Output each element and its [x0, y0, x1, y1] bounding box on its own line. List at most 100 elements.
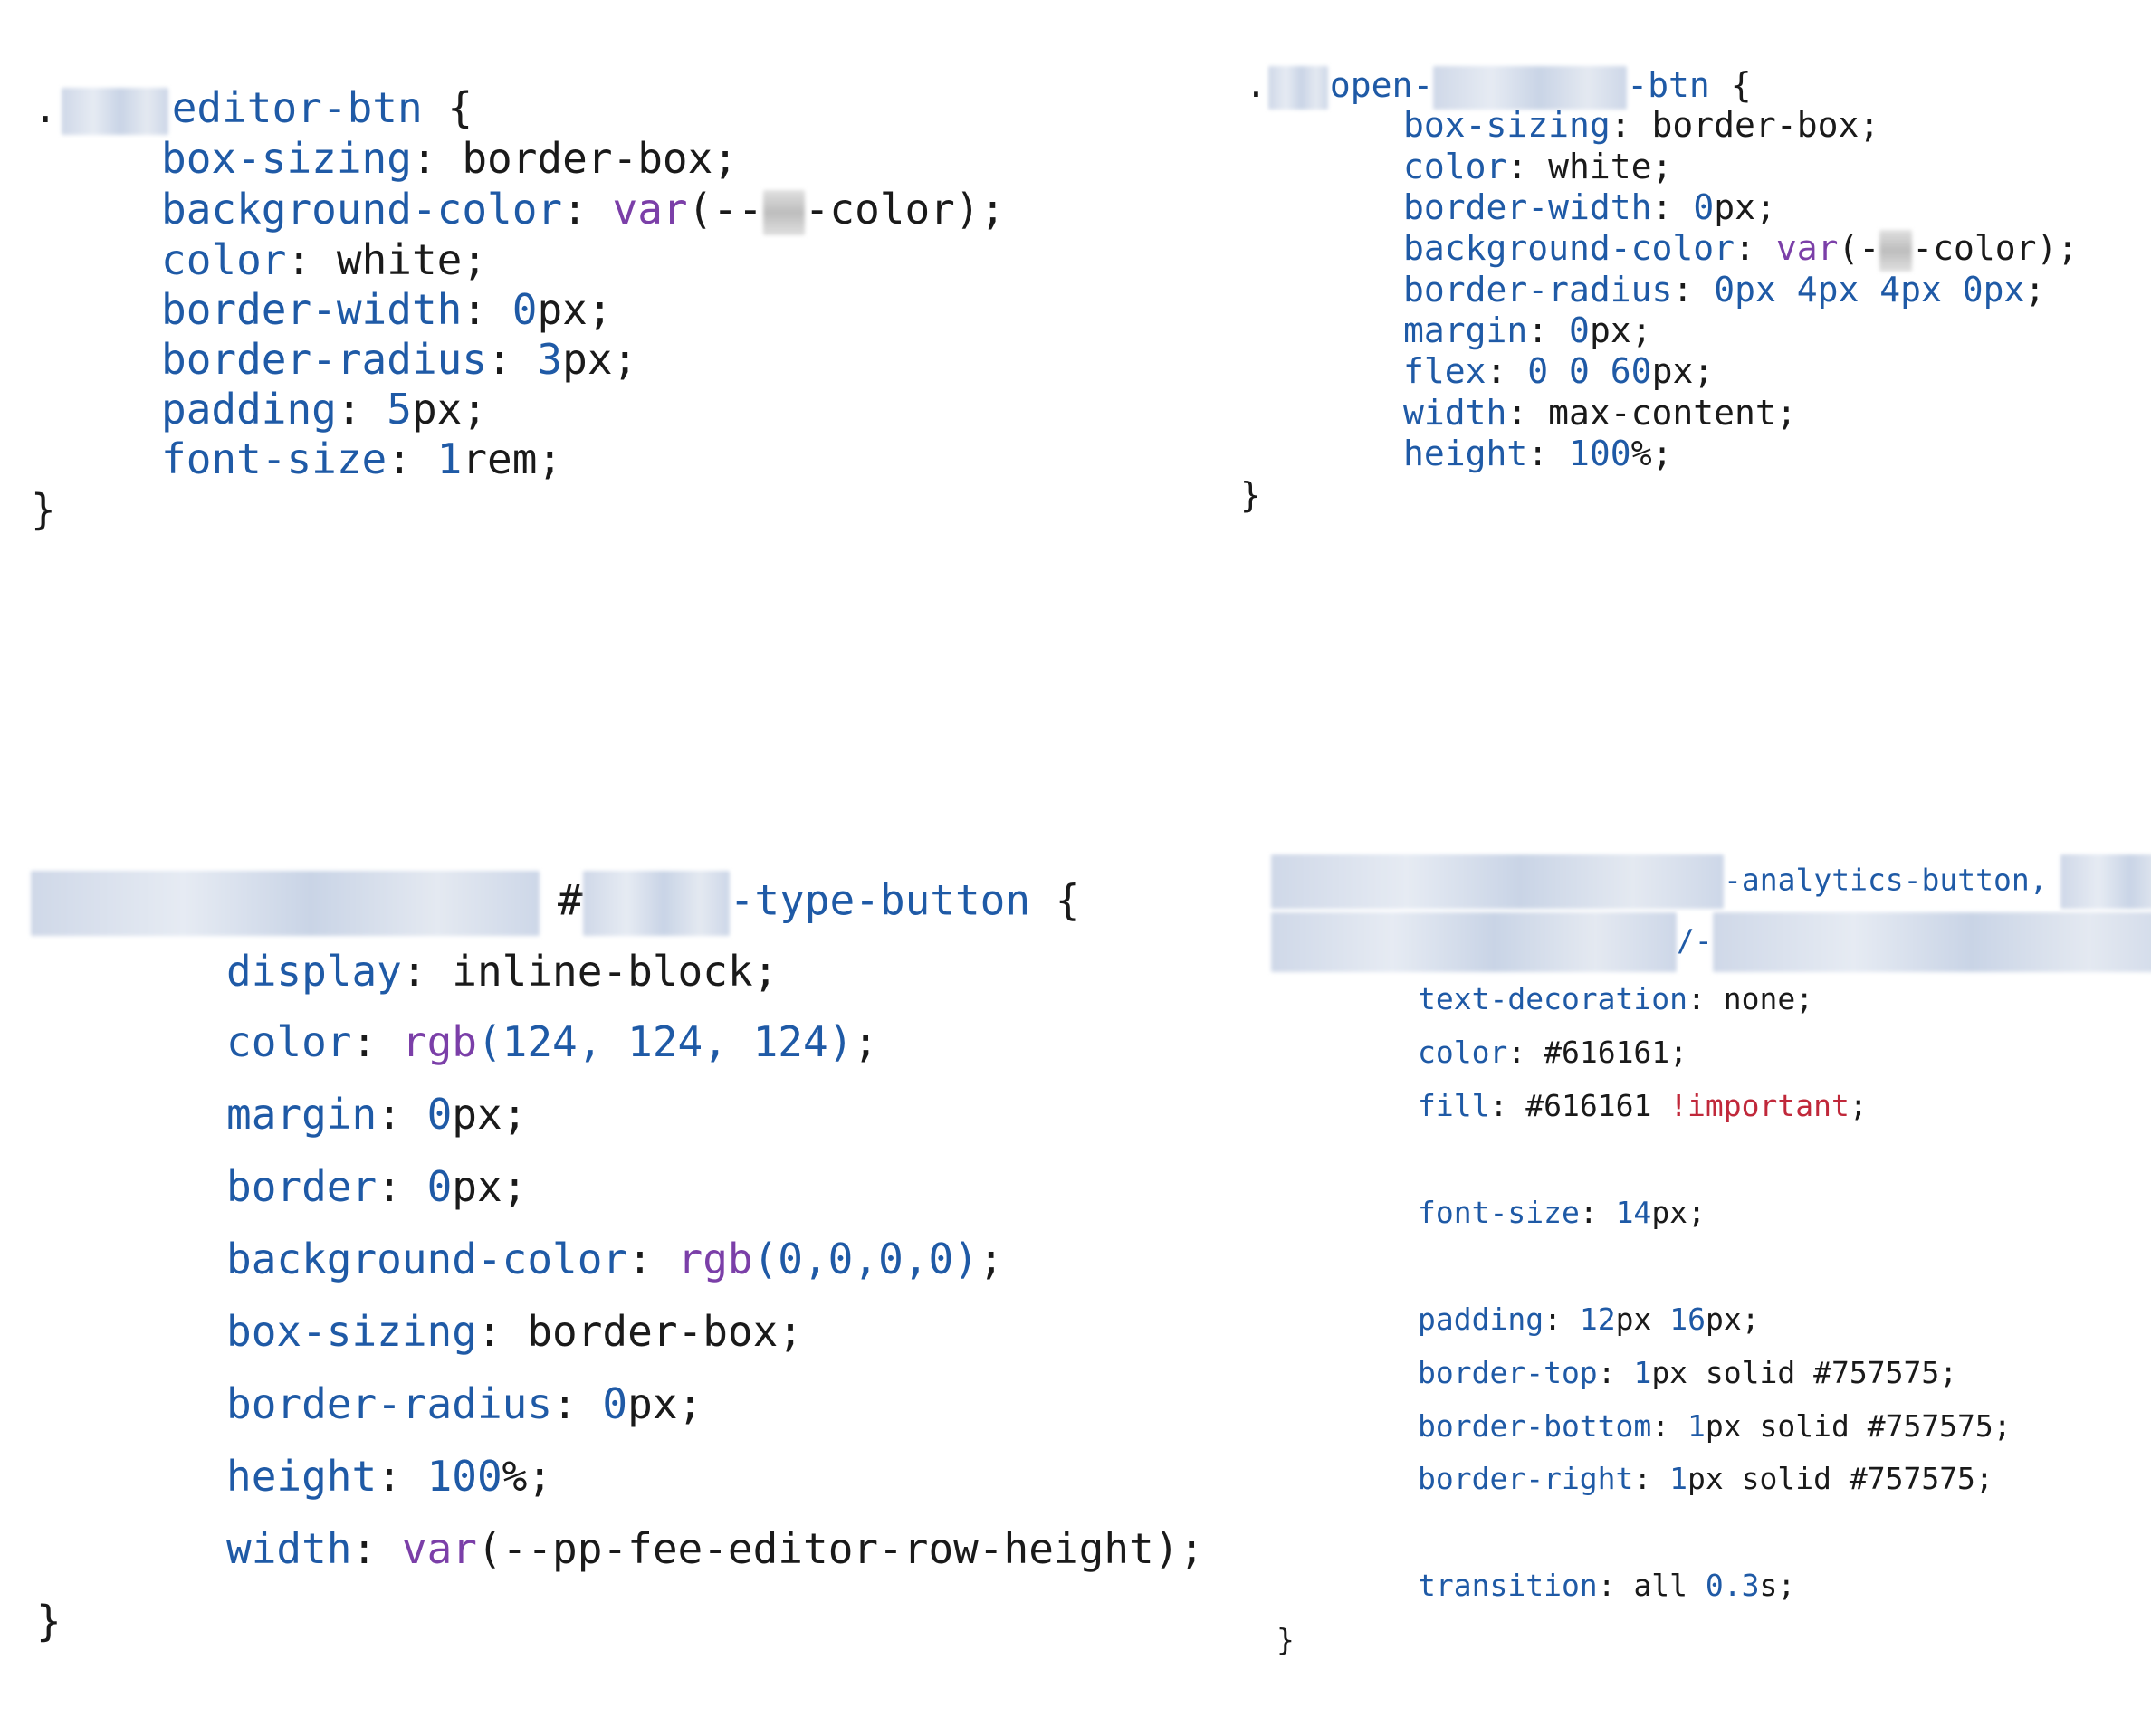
property-name: background-color: [161, 185, 563, 234]
property-name: width: [1403, 393, 1507, 433]
declaration: margin: 0px;: [1403, 310, 1652, 350]
property-name: font-size: [1418, 1195, 1580, 1230]
property-name: color: [1418, 1035, 1508, 1070]
declaration: border-width: 0px;: [1403, 187, 1776, 227]
property-number: 16: [1669, 1302, 1706, 1337]
property-name: border-width: [161, 285, 463, 334]
property-name: padding: [1418, 1302, 1544, 1337]
redacted-block: [61, 87, 168, 135]
property-name: border: [226, 1162, 378, 1211]
selector-hash: #: [558, 875, 583, 925]
property-unit: px: [562, 335, 613, 384]
property-name: border-bottom: [1418, 1408, 1652, 1444]
function-name: var: [401, 1524, 477, 1573]
property-number: 100: [426, 1452, 502, 1501]
property-number: 12: [1579, 1302, 1616, 1337]
property-number: 0: [602, 1379, 628, 1428]
property-unit: px: [627, 1379, 678, 1428]
declaration: border-radius: 3px;: [161, 335, 638, 384]
declaration: border-right: 1px solid #757575;: [1418, 1461, 1993, 1496]
property-name: color: [226, 1017, 352, 1066]
declaration: box-sizing: border-box;: [161, 134, 738, 183]
property-value: border-box: [462, 134, 713, 183]
redacted-block: [762, 189, 805, 235]
property-name: border-width: [1403, 187, 1652, 227]
property-number: 0: [1693, 187, 1715, 227]
property-name: border-right: [1418, 1461, 1634, 1496]
property-value: px solid #757575: [1651, 1355, 1940, 1390]
redacted-block: [1271, 854, 1724, 909]
declaration: height: 100%;: [226, 1452, 553, 1501]
property-value: white: [336, 235, 463, 284]
declaration: box-sizing: border-box;: [1403, 105, 1880, 145]
property-unit: px: [452, 1162, 502, 1211]
function-name: var: [1775, 228, 1839, 268]
close-brace: }: [31, 485, 56, 534]
redacted-block: [1879, 229, 1913, 272]
property-name: height: [226, 1452, 378, 1501]
selector-line: #-type-button {: [31, 871, 1080, 936]
declaration: border-width: 0px;: [161, 285, 613, 334]
property-value: #616161: [1525, 1088, 1652, 1123]
selector-line: .editor-btn {: [33, 83, 473, 135]
property-value: border-box: [1651, 105, 1859, 145]
property-name: margin: [1403, 310, 1528, 350]
property-number: 1: [1669, 1461, 1688, 1496]
property-unit: px: [1651, 351, 1694, 391]
property-number: 14: [1615, 1195, 1652, 1230]
declaration: border-radius: 0px;: [226, 1379, 703, 1428]
important-flag: !important: [1669, 1088, 1850, 1123]
selector-name: editor-btn: [171, 83, 423, 132]
property-number: 3: [537, 335, 563, 384]
property-value: px solid #757575: [1705, 1408, 1993, 1444]
selector-dot: .: [1246, 65, 1267, 105]
property-name: border-top: [1418, 1355, 1598, 1390]
declaration: height: 100%;: [1403, 434, 1673, 473]
declaration: background-color: var(--color);: [1403, 228, 2078, 272]
declaration: display: inline-block;: [226, 947, 779, 996]
redacted-block: [1433, 65, 1628, 110]
property-unit: px: [1651, 1195, 1688, 1230]
property-name: text-decoration: [1418, 981, 1688, 1016]
property-number: 0: [426, 1090, 453, 1139]
property-value: (0,0,0,0): [752, 1235, 979, 1283]
selector-name: /-: [1677, 922, 1713, 959]
property-number: 0 0 60: [1527, 351, 1652, 391]
property-value: all: [1633, 1568, 1688, 1603]
property-value: 0px 4px 4px 0px: [1714, 270, 2025, 310]
redacted-block: [1271, 912, 1677, 972]
property-name: flex: [1403, 351, 1487, 391]
property-unit: s: [1759, 1568, 1778, 1603]
declaration: box-sizing: border-box;: [226, 1307, 803, 1356]
property-name: background-color: [1403, 228, 1735, 268]
property-value: (124, 124, 124): [476, 1017, 854, 1066]
redacted-block: [2060, 854, 2151, 909]
declaration: border-radius: 0px 4px 4px 0px;: [1403, 270, 2046, 310]
selector-line-2: /-: [1271, 912, 2151, 972]
property-unit: px: [1714, 187, 1755, 227]
selector-line: -analytics-button,: [1271, 854, 2151, 909]
property-value: white: [1548, 147, 1652, 186]
property-name: display: [226, 947, 402, 996]
declaration: fill: #616161 !important;: [1418, 1088, 1868, 1123]
function-name: rgb: [677, 1235, 753, 1283]
property-name: fill: [1418, 1088, 1490, 1123]
property-name: margin: [226, 1090, 378, 1139]
property-name: width: [226, 1524, 352, 1573]
property-name: height: [1403, 434, 1528, 473]
property-name: border-radius: [161, 335, 488, 384]
property-number: 0: [511, 285, 538, 334]
declaration: width: max-content;: [1403, 393, 1797, 433]
property-value: #616161: [1544, 1035, 1670, 1070]
property-name: padding: [161, 385, 337, 434]
property-value: (-: [1838, 228, 1880, 268]
property-value: border-box: [527, 1307, 779, 1356]
declaration: text-decoration: none;: [1418, 981, 1814, 1016]
property-name: box-sizing: [1403, 105, 1611, 145]
property-name: box-sizing: [226, 1307, 477, 1356]
redacted-block: [31, 871, 540, 936]
property-value: inline-block: [452, 947, 753, 996]
redacted-block: [1267, 65, 1328, 110]
selector-name: -type-button: [729, 875, 1031, 925]
property-unit: rem: [462, 434, 538, 483]
